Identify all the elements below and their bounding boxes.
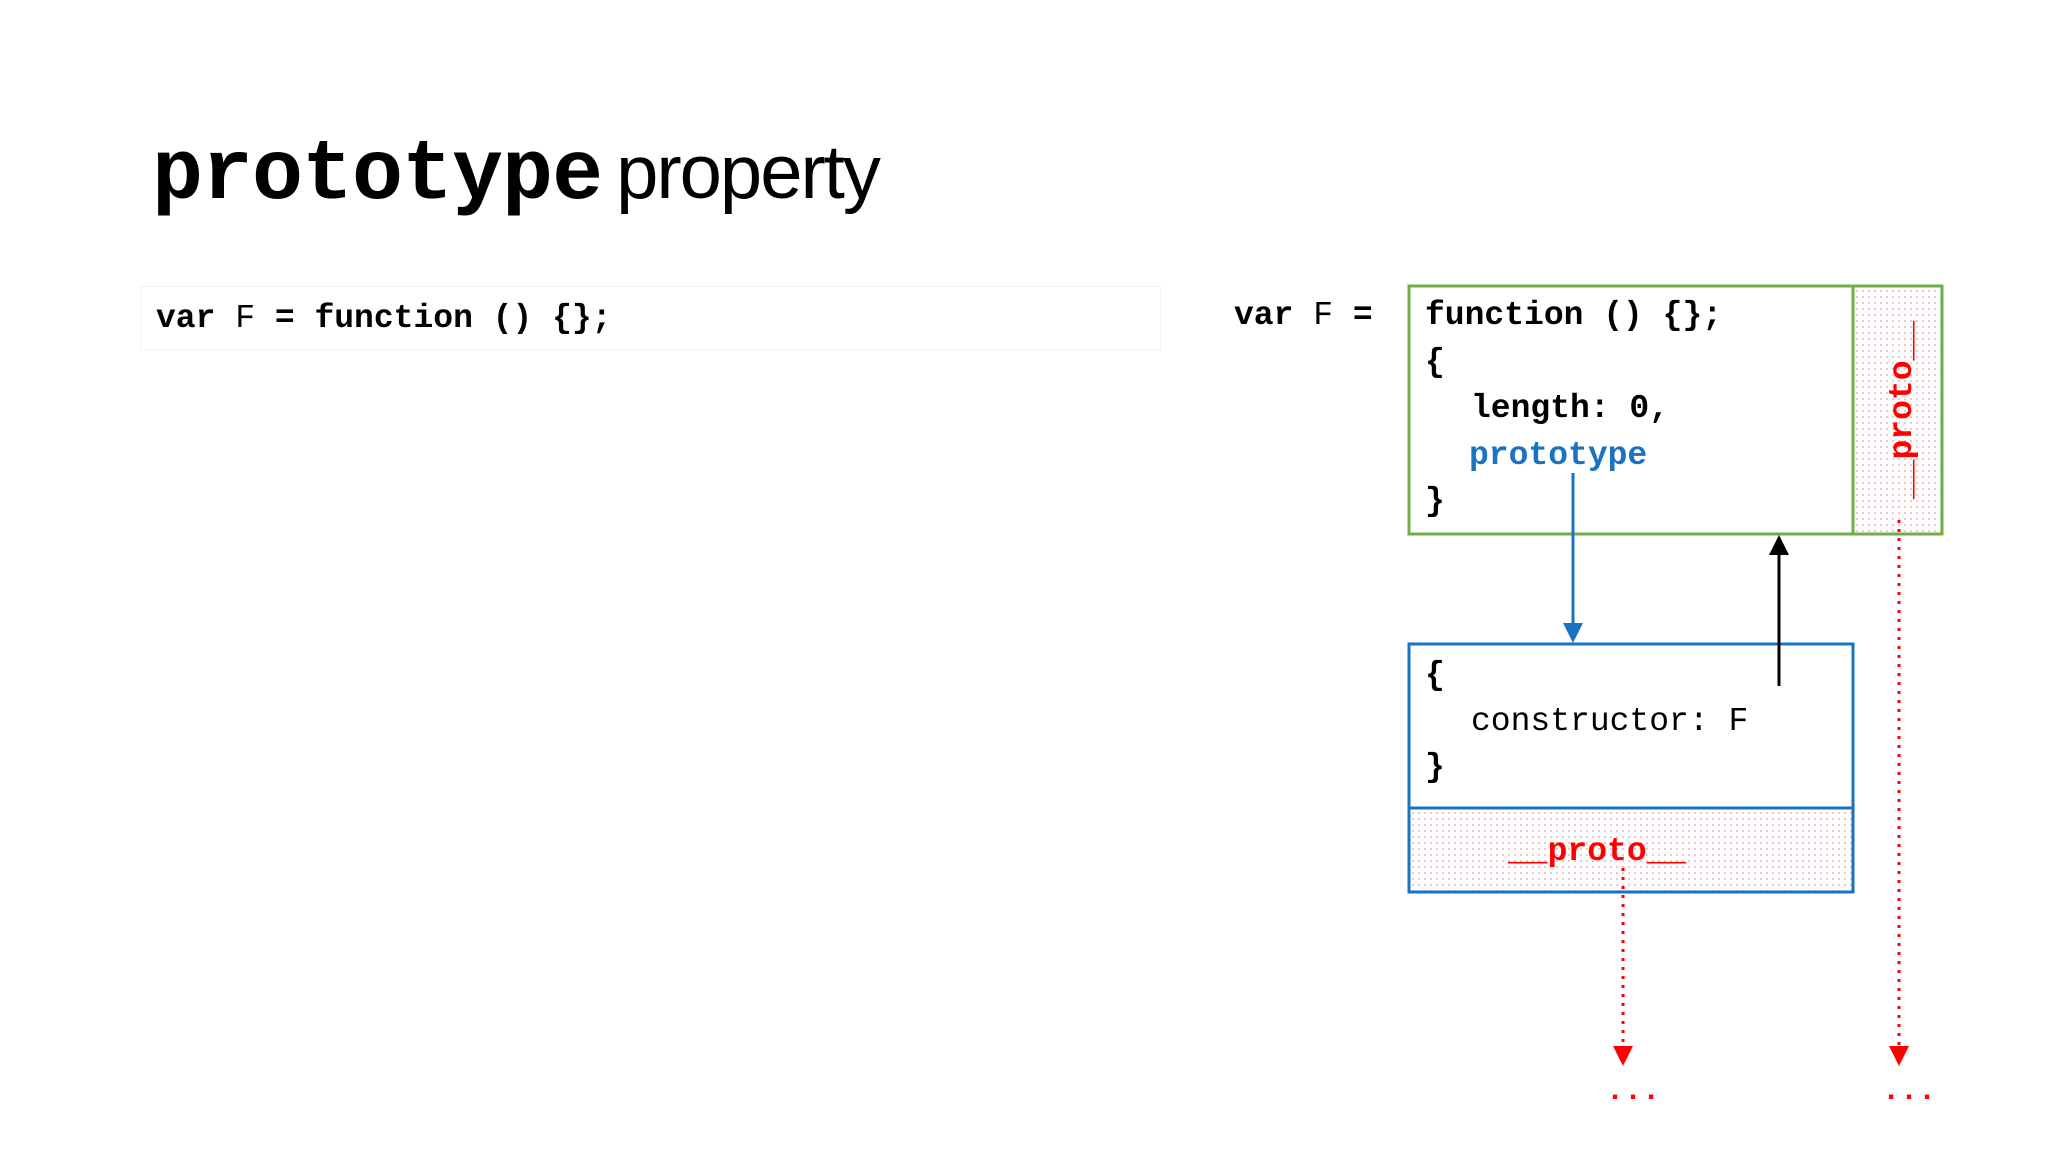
function-open-brace: { (1425, 344, 1445, 381)
decl-line: var F = (1234, 296, 1373, 336)
function-close-brace: } (1425, 483, 1445, 520)
function-header: function () {}; (1425, 297, 1723, 334)
title-rest: property (616, 130, 881, 215)
prototype-close-brace: } (1425, 749, 1445, 786)
constructor-arrow-head (1769, 535, 1789, 555)
decl-var-keyword: var (1234, 297, 1294, 334)
prototype-constructor-line: constructor: F (1471, 703, 1749, 740)
function-length-line: length: 0, (1471, 390, 1670, 427)
prototype-proto-arrow-head (1613, 1046, 1633, 1066)
ellipsis-left: ... (1606, 1075, 1661, 1109)
prototype-arrow-head (1563, 623, 1583, 643)
function-proto-arrow-head (1889, 1046, 1909, 1066)
ellipsis-right: ... (1882, 1075, 1937, 1109)
function-object-box (1407, 284, 1855, 536)
prototype-open-brace: { (1425, 657, 1445, 694)
function-proto-label: __proto__ (1884, 321, 1921, 500)
prototype-proto-strip (1407, 806, 1855, 894)
left-variable-name: F (215, 300, 275, 337)
left-code-box: var F = function () {}; (140, 286, 1161, 350)
prototype-proto-label: __proto__ (1508, 833, 1687, 870)
function-prototype-label: prototype (1469, 437, 1648, 474)
decl-equals: = (1352, 297, 1373, 334)
decl-variable-name: F (1293, 297, 1353, 334)
title-keyword: prototype (152, 127, 603, 224)
left-function-expression: = function () {}; (274, 300, 612, 337)
function-proto-strip (1851, 284, 1944, 536)
left-var-keyword: var (156, 300, 216, 337)
